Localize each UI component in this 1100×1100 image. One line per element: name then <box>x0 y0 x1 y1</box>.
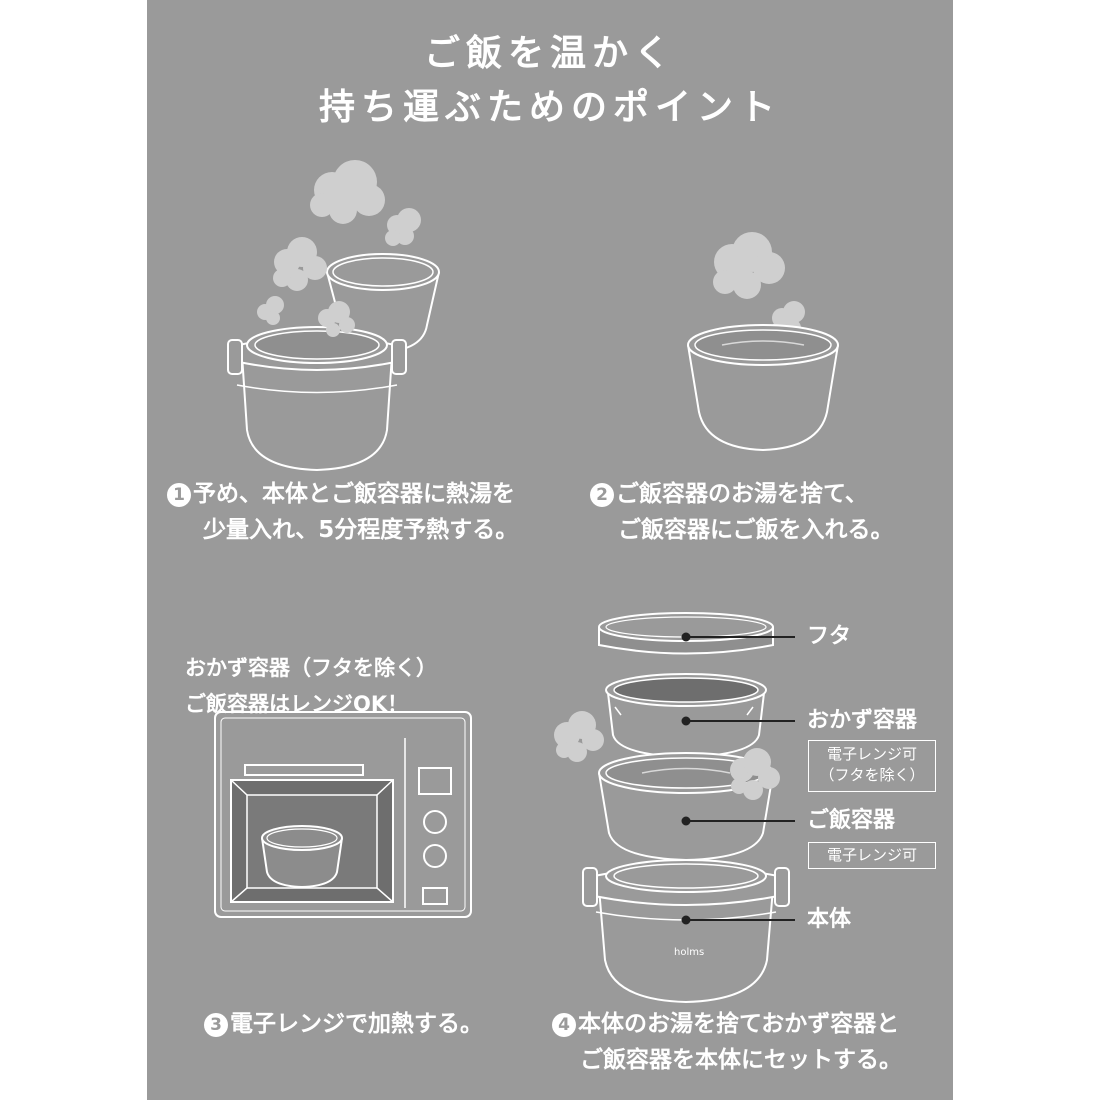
rice-note: 電子レンジ可 <box>826 846 917 864</box>
step3-line1: 電子レンジで加熱する。 <box>230 1011 483 1037</box>
steam-icon <box>257 160 421 337</box>
step3-number: 3 <box>204 1013 228 1037</box>
brand-logo: holms <box>674 947 705 958</box>
rice-container-icon <box>261 825 343 889</box>
step1-line2: 少量入れ、5分程度予熱する。 <box>203 517 519 543</box>
part-leader-lines <box>681 632 795 925</box>
steam-icon <box>713 232 805 337</box>
step2-illustration <box>687 232 839 452</box>
microwave-note: おかず容器（フタを除く） ご飯容器はレンジOK！ <box>185 650 437 722</box>
part-label-side-dish: おかず容器 <box>807 708 918 733</box>
step4-line1: 本体のお湯を捨ておかず容器と <box>578 1011 900 1037</box>
part-label-lid: フタ <box>807 624 852 649</box>
part-label-rice: ご飯容器 <box>807 808 896 833</box>
page-title-line2: 持ち運ぶためのポイント <box>318 87 781 128</box>
infographic-panel: ご飯を温かく 持ち運ぶためのポイント <box>147 0 953 1100</box>
step1-illustration <box>227 253 440 472</box>
side-dish-container-icon <box>605 673 767 759</box>
rice-container-icon <box>598 752 774 862</box>
microwave-note-line1: おかず容器（フタを除く） <box>185 656 437 680</box>
microwave-note-line2: ご飯容器はレンジOK！ <box>185 692 409 716</box>
step1-number: 1 <box>167 483 191 507</box>
step1-line1: 予め、本体とご飯容器に熱湯を <box>193 481 515 507</box>
illustrations <box>214 160 839 1004</box>
lunch-jar-body-icon <box>227 326 407 472</box>
rice-microwave-badge: 電子レンジ可 <box>808 842 936 869</box>
side-dish-microwave-badge: 電子レンジ可 （フタを除く） <box>808 740 936 792</box>
part-label-body: 本体 <box>807 907 852 932</box>
step4-line2: ご飯容器を本体にセットする。 <box>580 1047 902 1073</box>
microwave-icon <box>214 711 472 918</box>
step4-number: 4 <box>552 1013 576 1037</box>
page-title-line1: ご飯を温かく <box>423 33 676 74</box>
rice-container-icon <box>687 324 839 452</box>
step2-number: 2 <box>590 483 614 507</box>
steam-icon <box>554 711 780 800</box>
lunch-jar-body-icon <box>582 859 790 1004</box>
stacked-lunch-jar-illustration <box>582 612 790 1004</box>
side-dish-note-line2: （フタを除く） <box>819 766 925 784</box>
step2-line2: ご飯容器にご飯を入れる。 <box>618 517 894 543</box>
inner-pot-icon <box>326 253 440 354</box>
side-dish-note-line1: 電子レンジ可 <box>826 745 917 763</box>
step2-line1: ご飯容器のお湯を捨て、 <box>616 481 868 507</box>
